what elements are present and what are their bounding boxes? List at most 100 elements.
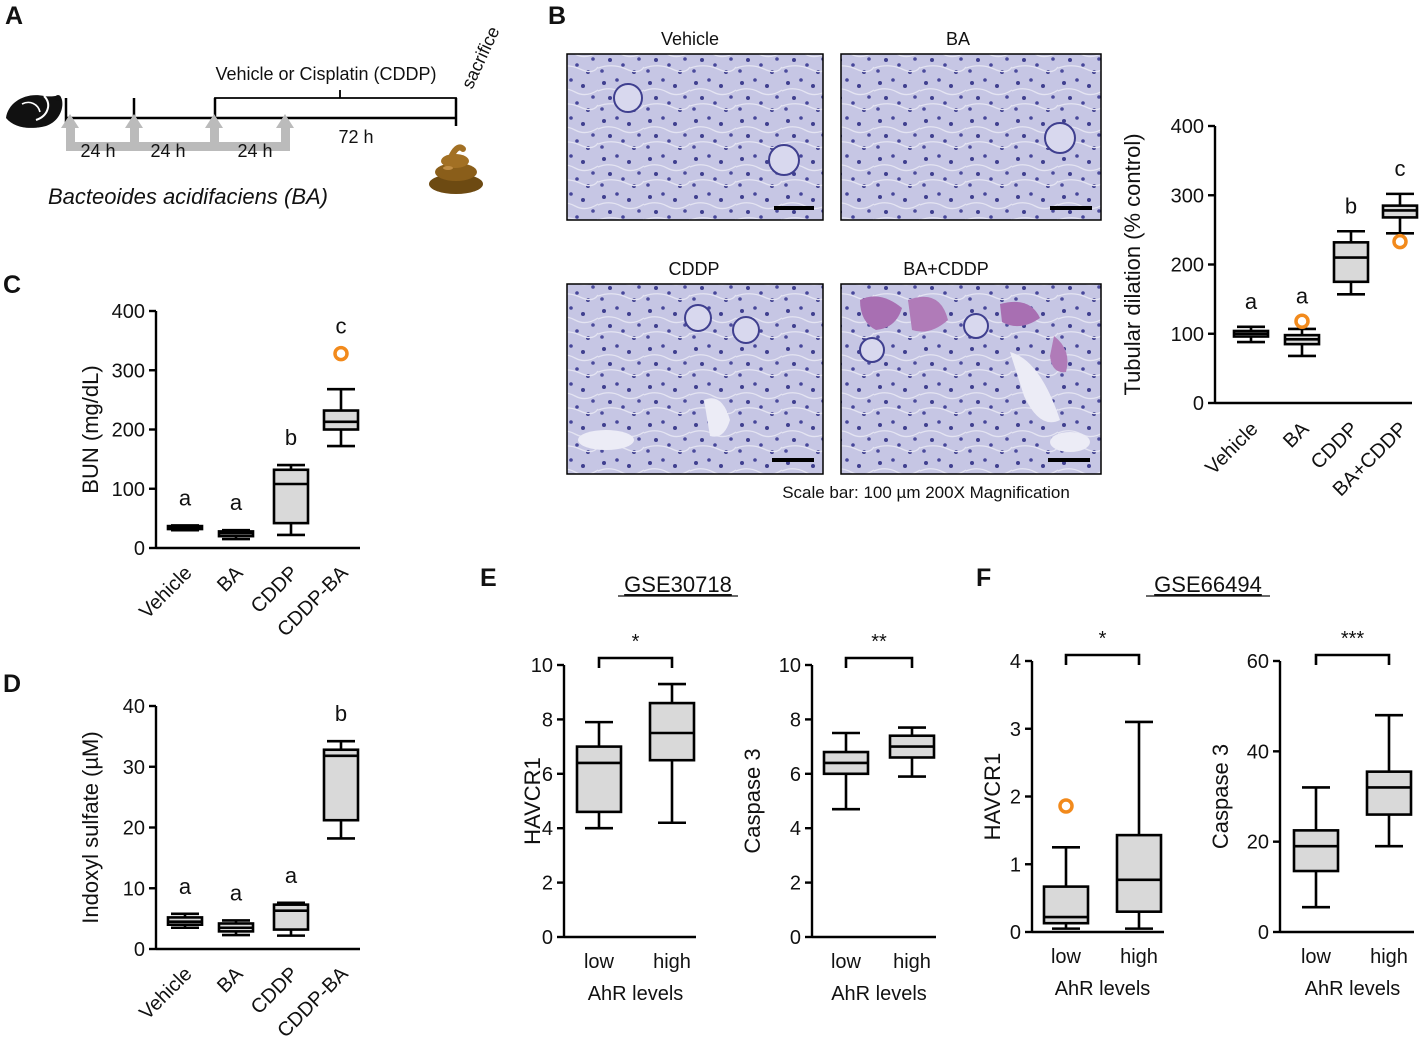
image-title-ba-cddp: BA+CDDP: [903, 259, 989, 279]
outlier-point: [333, 345, 349, 362]
box: [1292, 829, 1340, 873]
x-tick-label: high: [893, 951, 931, 973]
x-tick-label: high: [1370, 946, 1408, 968]
y-tick-label: 0: [1010, 922, 1021, 944]
histology-image-cddp: [566, 283, 824, 475]
y-tick-label: 3: [1010, 719, 1021, 741]
image-title-vehicle: Vehicle: [661, 29, 719, 49]
significance-letter: b: [1345, 193, 1357, 218]
sacrifice-label: sacrifice: [457, 23, 503, 91]
y-tick-label: 400: [112, 301, 145, 323]
interval-label-1: 24 h: [80, 141, 115, 161]
histology-image-ba: [840, 53, 1102, 221]
panel-a: A Vehicle or Cisplatin (CDDP) sacrifice …: [5, 2, 504, 209]
y-tick-label: 4: [790, 818, 801, 840]
x-tick-label: low: [1051, 946, 1082, 968]
significance-bracket: [597, 656, 674, 668]
y-tick-label: 0: [134, 939, 145, 961]
box: [322, 409, 360, 431]
x-tick-label: Vehicle: [135, 963, 196, 1024]
significance-letter: b: [285, 425, 297, 450]
significance-stars: ***: [1341, 628, 1365, 650]
significance-stars: **: [871, 631, 887, 653]
y-tick-label: 100: [1171, 324, 1204, 346]
x-axis-label: AhR levels: [1305, 978, 1401, 1000]
significance-letter: a: [1245, 289, 1258, 314]
box: [575, 745, 623, 814]
outlier-point: [1294, 313, 1310, 330]
gavage-label: Bacteoides acidifaciens (BA): [48, 184, 328, 209]
box: [1115, 833, 1163, 913]
image-title-ba: BA: [946, 29, 970, 49]
x-tick-label: Vehicle: [135, 562, 196, 623]
y-tick-label: 8: [542, 709, 553, 731]
box: [1365, 770, 1413, 816]
panel-label-c: C: [3, 271, 21, 299]
x-tick-label: low: [1301, 946, 1332, 968]
y-tick-label: 8: [790, 709, 801, 731]
y-tick-label: 0: [1193, 393, 1204, 415]
y-tick-label: 2: [542, 873, 553, 895]
y-tick-label: 0: [790, 927, 801, 949]
box: [322, 748, 360, 822]
y-tick-label: 0: [134, 538, 145, 560]
y-tick-label: 40: [123, 696, 145, 718]
significance-letter: a: [230, 880, 243, 905]
x-axis-label: AhR levels: [588, 983, 684, 1005]
panel-label-e: E: [480, 564, 497, 592]
significance-letter: a: [179, 874, 192, 899]
histology-image-vehicle: [566, 53, 824, 221]
y-tick-label: 4: [542, 818, 553, 840]
y-axis-label: Caspase 3: [740, 748, 765, 853]
dataset-title-e: GSE30718: [624, 572, 732, 597]
dataset-title-f: GSE66494: [1154, 572, 1262, 597]
mouse-icon: [6, 95, 63, 128]
x-tick-label: high: [1120, 946, 1158, 968]
significance-letter: a: [230, 490, 243, 515]
significance-letter: c: [1395, 156, 1406, 181]
y-tick-label: 30: [123, 757, 145, 779]
treatment-bracket: [214, 90, 457, 118]
x-tick-label: BA: [1279, 418, 1314, 453]
y-axis-label: BUN (mg/dL): [78, 365, 103, 493]
y-tick-label: 1: [1010, 854, 1021, 876]
box: [272, 468, 310, 525]
x-tick-label: BA: [213, 562, 248, 597]
x-tick-label: low: [584, 951, 615, 973]
y-tick-label: 20: [123, 818, 145, 840]
interval-label-2: 24 h: [150, 141, 185, 161]
y-tick-label: 2: [790, 873, 801, 895]
y-tick-label: 0: [542, 927, 553, 949]
box: [272, 903, 310, 931]
panel-b: B Vehicle BA CDDP BA+CDDP: [548, 2, 1102, 502]
y-tick-label: 0: [1258, 922, 1269, 944]
box: [1332, 241, 1370, 284]
significance-stars: *: [632, 631, 640, 653]
x-axis-label: AhR levels: [1055, 978, 1151, 1000]
y-tick-label: 4: [1010, 651, 1021, 673]
y-tick-label: 300: [1171, 185, 1204, 207]
y-tick-label: 400: [1171, 116, 1204, 138]
y-tick-label: 6: [542, 764, 553, 786]
gavage-arrows: [61, 114, 294, 151]
x-tick-label: BA: [213, 963, 248, 998]
interval-label-3: 24 h: [237, 141, 272, 161]
panel-label-a: A: [5, 2, 23, 30]
y-axis-label: HAVCR1: [980, 753, 1005, 841]
y-tick-label: 200: [1171, 255, 1204, 277]
image-title-cddp: CDDP: [668, 259, 719, 279]
y-axis-label: Caspase 3: [1208, 744, 1233, 849]
significance-bracket: [844, 656, 914, 668]
significance-letter: b: [335, 701, 347, 726]
feces-icon: [429, 144, 483, 194]
panel-label-b: B: [548, 2, 566, 30]
histology-image-ba-cddp: [840, 283, 1102, 475]
outlier-point: [1058, 798, 1074, 814]
significance-bracket: [1314, 653, 1391, 665]
